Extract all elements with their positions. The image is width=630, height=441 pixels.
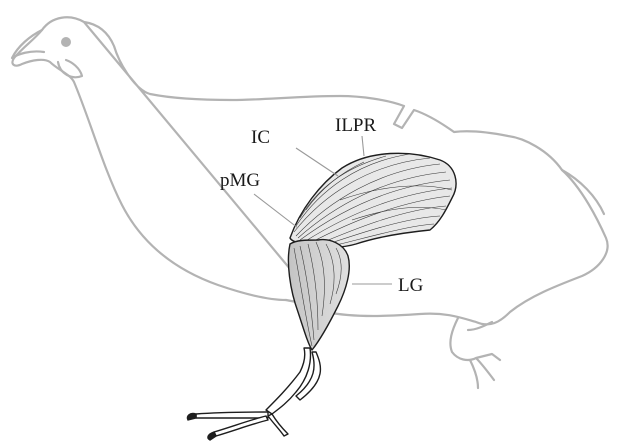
wattle <box>58 60 82 77</box>
claw-front <box>187 413 196 420</box>
toe-lower <box>214 416 268 436</box>
toe-back <box>268 414 288 436</box>
label-ic: IC <box>251 127 270 148</box>
muscle-ilpr <box>290 153 456 247</box>
foot <box>187 412 288 440</box>
far-leg-foot <box>450 318 500 388</box>
leader-ic <box>296 148 338 176</box>
toe-front <box>196 412 268 418</box>
leader-ilpr <box>362 136 364 156</box>
muscle-lg <box>288 240 349 350</box>
eye-icon <box>61 37 71 47</box>
hindlimb-muscles <box>187 153 456 440</box>
label-lg: LG <box>398 275 424 296</box>
claw-lower <box>208 432 216 440</box>
leader-pmg <box>254 194 298 228</box>
lower-leg-bone <box>266 348 310 414</box>
label-pmg: pMG <box>220 170 260 191</box>
label-ilpr: ILPR <box>335 115 377 136</box>
